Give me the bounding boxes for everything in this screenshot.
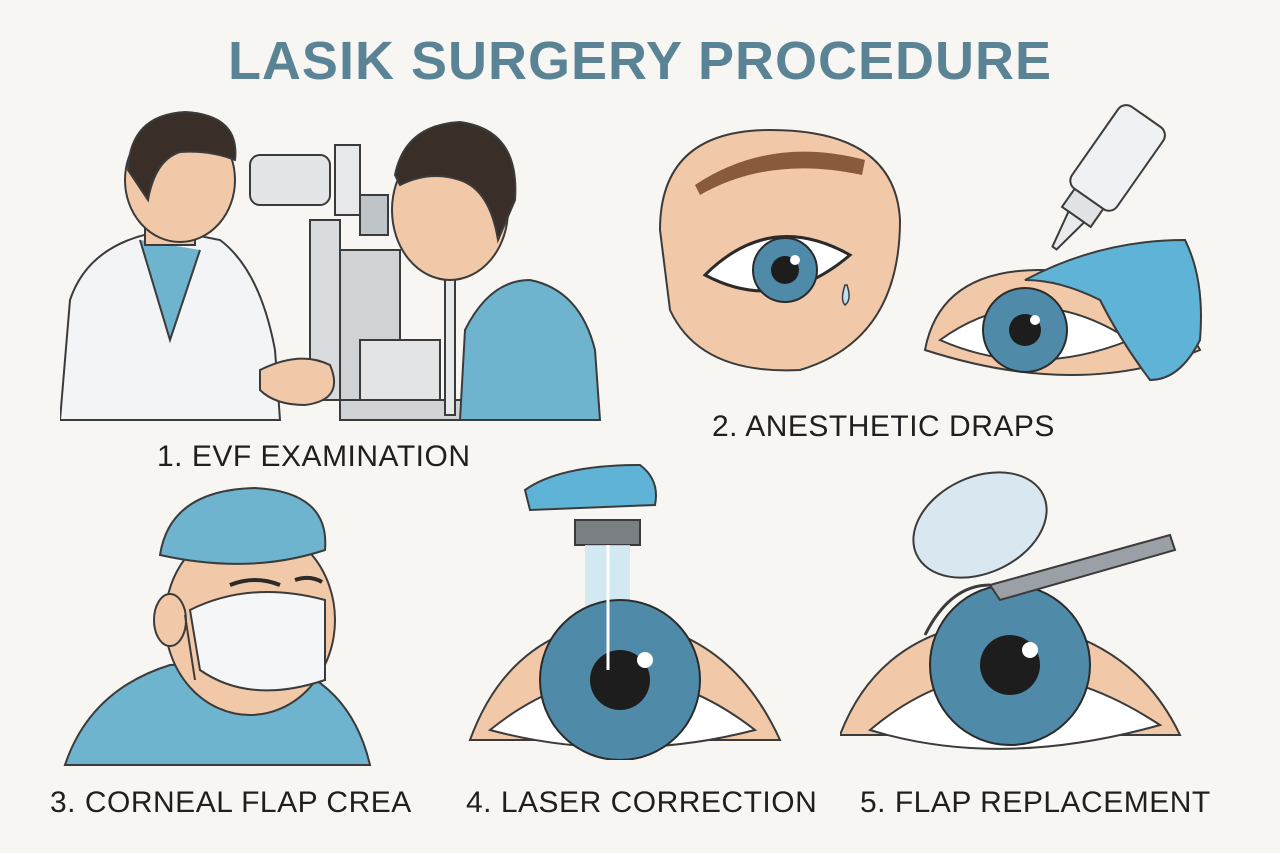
step-5-label: 5. FLAP REPLACEMENT bbox=[860, 786, 1211, 819]
step-4-label: 4. LASER CORRECTION bbox=[466, 786, 818, 819]
page-title: LASIK SURGERY PROCEDURE bbox=[227, 31, 1053, 91]
step-1-label: 1. EVF EXAMINATION bbox=[157, 440, 471, 473]
flap-illustration bbox=[840, 471, 1182, 750]
step-2-label: 2. ANESTHETIC DRAPS bbox=[712, 410, 1055, 443]
laser-illustration bbox=[468, 463, 782, 760]
step-5-panel: 5. FLAP REPLACEMENT bbox=[840, 470, 1260, 850]
exam-illustration bbox=[60, 110, 602, 421]
surgeon-illustration bbox=[63, 486, 372, 766]
anesthetic-illustration bbox=[658, 104, 1202, 382]
step-3-label: 3. CORNEAL FLAP CREA bbox=[50, 786, 412, 819]
step-3-panel: 3. CORNEAL FLAP CREA bbox=[50, 480, 430, 850]
step-2-panel: 2. ANESTHETIC DRAPS bbox=[640, 90, 1220, 450]
step-4-panel: 4. LASER CORRECTION bbox=[460, 460, 820, 850]
step-1-panel: 1. EVF EXAMINATION bbox=[60, 100, 620, 480]
